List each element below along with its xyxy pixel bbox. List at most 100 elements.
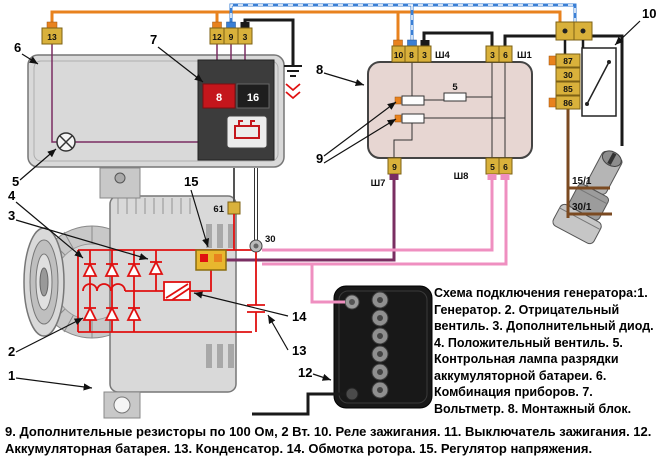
relay-element-label: 5	[452, 82, 458, 93]
sh1-pin-3-label: 3	[490, 50, 495, 60]
callout-2: 2	[8, 344, 15, 359]
resistor-box-1	[401, 95, 425, 106]
pin3-cap	[240, 22, 250, 28]
generator-terminal-bolt	[114, 172, 126, 184]
generator	[23, 167, 237, 419]
relay-pin86-cap	[548, 97, 557, 108]
sh8-pin5-cap	[487, 174, 497, 180]
terminal-30-label: 30	[265, 234, 276, 245]
legend-bottom-text: 9. Дополнительные резисторы по 100 Ом, 2…	[5, 424, 652, 456]
callout-7: 7	[150, 32, 157, 47]
generator-mount-lug	[103, 391, 141, 419]
battery-cell-caps	[371, 291, 389, 399]
generator-pulley	[23, 227, 65, 337]
callout-5: 5	[12, 174, 19, 189]
relay-pin87-cap	[548, 55, 557, 66]
positive-diodes	[82, 261, 142, 277]
wire-pink	[262, 174, 508, 304]
callout-4: 4	[8, 188, 16, 203]
ground-symbol	[284, 65, 302, 100]
relay-pin-85	[555, 81, 581, 96]
callout-8: 8	[316, 62, 323, 77]
cluster-pin-12-label: 12	[212, 32, 222, 42]
callout-13: 13	[292, 343, 306, 358]
generator-fins	[117, 198, 191, 214]
sh8-pin-5-label: 5	[490, 162, 495, 172]
callouts: 6 7 5 8 9 10 15 4 3 2 1 14 13 12	[8, 6, 656, 391]
terminal-61-connector	[227, 201, 241, 215]
connector13-cap	[46, 21, 58, 29]
ignition-relay	[581, 47, 617, 117]
callout-3: 3	[8, 208, 15, 223]
relay-feed-connector	[555, 21, 593, 54]
resistor-terminal-1	[394, 96, 402, 105]
callout-12: 12	[298, 365, 312, 380]
cluster-pin-3-label: 3	[243, 32, 248, 42]
sh1-label: Ш1	[517, 50, 533, 61]
callout-9: 9	[316, 151, 323, 166]
generator-schematic: 61 30	[77, 201, 276, 333]
cluster-pin-9-label: 9	[229, 32, 234, 42]
sh4-pin8-cap	[407, 39, 417, 47]
sh4-label: Ш4	[435, 50, 451, 61]
capacitor	[247, 252, 265, 332]
sh7-label: Ш7	[371, 178, 386, 189]
voltage-regulator	[195, 249, 227, 271]
wire-blue-white-stripe	[230, 4, 576, 46]
indicator-cell-red	[202, 83, 236, 109]
cluster-connector-13	[41, 27, 63, 45]
terminal-30-bolt	[249, 239, 263, 253]
stator-winding	[82, 283, 164, 292]
sh4-pin-3-label: 3	[422, 50, 427, 60]
callout-10: 10	[642, 6, 656, 21]
wire-15-1-label: 15/1	[572, 176, 592, 187]
generator-vent-slots	[206, 224, 234, 368]
relay-pin-87-label: 87	[563, 56, 573, 66]
wire-orange	[50, 10, 562, 46]
cluster-connector-13-label: 13	[47, 32, 57, 42]
cluster-pin-3	[237, 27, 253, 45]
callout-14: 14	[292, 309, 307, 324]
sh4-pin-3	[417, 45, 432, 63]
callout-1: 1	[8, 368, 15, 383]
legend-right-text: Схема подключения генератора:1. Генерато…	[434, 286, 654, 416]
sh7-pin-9-label: 9	[392, 162, 397, 172]
relay-pin-85-label: 85	[563, 84, 573, 94]
sh8-label: Ш8	[454, 171, 469, 182]
relay-pin-86	[555, 95, 581, 110]
wire-purple	[226, 174, 396, 262]
sh4-pin-10-label: 10	[394, 50, 404, 60]
sh4-pin3-cap	[420, 40, 430, 46]
sh4-pin-8-label: 8	[409, 50, 414, 60]
ignition-switch	[552, 150, 623, 245]
relay-pin-30-label: 30	[563, 70, 573, 80]
resistor-terminal-2	[394, 114, 402, 123]
sh8-pin-6-label: 6	[503, 162, 508, 172]
additional-diode	[148, 259, 164, 275]
battery-negative-terminal	[345, 387, 359, 401]
pin12-cap	[212, 21, 222, 29]
connectors: 13 12 9 3 10 8 3 Ш4 3 6 Ш1 9 Ш7 Ш8	[41, 21, 593, 189]
relay-pin-86-label: 86	[563, 98, 573, 108]
indicator-16-label: 16	[247, 92, 259, 104]
battery	[333, 285, 433, 409]
charge-lamp-symbol	[56, 132, 76, 152]
instrument-cluster: 8 16	[27, 44, 285, 168]
sh1-pin-6-label: 6	[503, 50, 508, 60]
mounting-block: 5	[367, 61, 533, 159]
wire-30-1-label: 30/1	[572, 202, 592, 213]
sh7-pin9-cap	[389, 174, 399, 180]
sh1-pin-6	[498, 45, 513, 63]
indicator-8-label: 8	[216, 92, 222, 104]
pin9-cap	[226, 21, 236, 29]
voltmeter-icon	[226, 115, 268, 149]
callout-15: 15	[184, 174, 198, 189]
sh4-pin10-cap	[393, 39, 403, 47]
rotor-winding	[163, 270, 212, 301]
wire-brown	[566, 109, 612, 218]
indicator-cell-dark	[236, 83, 270, 109]
resistor-box-2	[401, 113, 425, 124]
relay-pin-30	[555, 67, 581, 82]
relay-pin-87	[555, 53, 581, 68]
